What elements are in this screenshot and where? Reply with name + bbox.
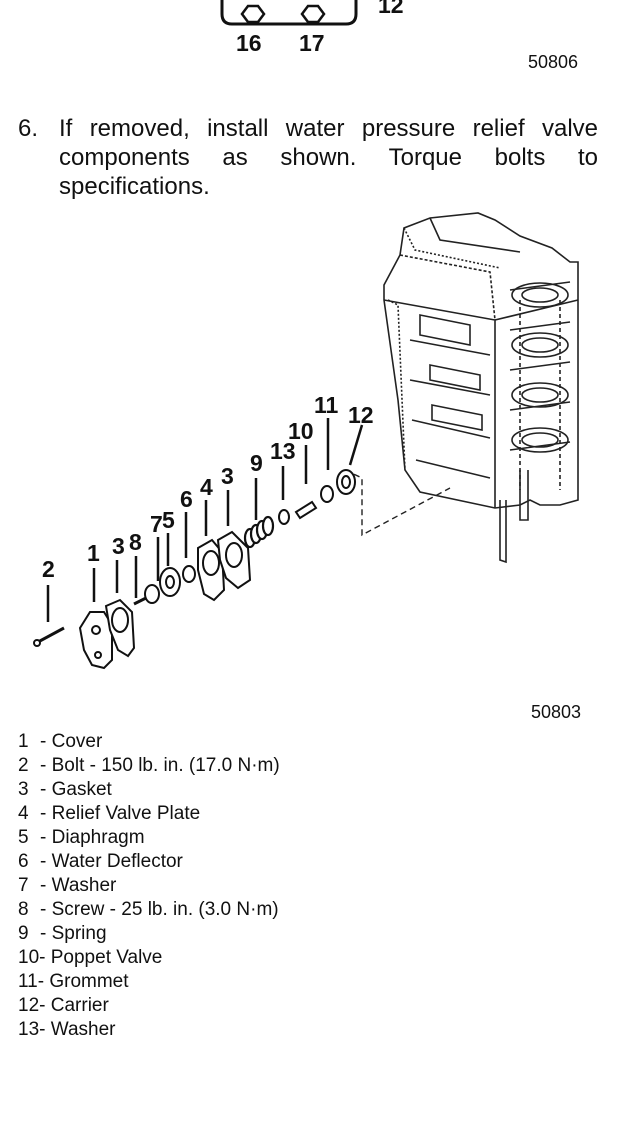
legend-item-number: 5 (18, 827, 29, 848)
legend-item: 4- Relief Valve Plate (18, 802, 618, 826)
step-text: If removed, install water pressure relie… (59, 115, 598, 200)
instruction-step: 6. If removed, install water pressure re… (18, 114, 598, 201)
legend-item-separator: - (39, 947, 51, 968)
alignment-line (344, 469, 451, 537)
callout-12: 12 (348, 402, 374, 428)
legend-item-number: 12 (18, 995, 40, 1016)
callout-3-lower: 3 (112, 533, 125, 559)
legend-item-text: Cover (51, 731, 103, 752)
legend-item-number: 3 (18, 779, 29, 800)
legend-item-text: Carrier (50, 995, 109, 1016)
legend-item-number: 7 (18, 875, 29, 896)
callout-3-upper: 3 (221, 463, 234, 489)
legend-item-text: Diaphragm (51, 827, 145, 848)
legend-item-text: Screw - 25 lb. in. (3.0 N·m) (51, 899, 279, 920)
legend-item: 13- Washer (18, 1018, 618, 1042)
diagram-figure-number: 50803 (531, 702, 582, 722)
legend-item-text: Relief Valve Plate (51, 803, 201, 824)
legend-item-number: 2 (18, 755, 29, 776)
legend-item: 8- Screw - 25 lb. in. (3.0 N·m) (18, 898, 618, 922)
legend-item-number: 13 (18, 1019, 40, 1040)
legend-item-text: Water Deflector (51, 851, 183, 872)
legend-item-separator: - (40, 875, 52, 896)
legend-item: 3- Gasket (18, 778, 618, 802)
legend-item: 1- Cover (18, 730, 618, 754)
legend-item-separator: - (40, 899, 52, 920)
legend-item-text: Washer (50, 1019, 116, 1040)
legend-item-number: 11 (18, 971, 38, 992)
crankshaft (499, 282, 569, 564)
legend-item-separator: - (40, 851, 52, 872)
callout-8: 8 (129, 529, 142, 555)
callout-6: 6 (180, 486, 193, 512)
callout-1: 1 (87, 540, 100, 566)
legend-item: 9- Spring (18, 922, 618, 946)
legend-item-text: Washer (51, 875, 117, 896)
callout-9: 9 (250, 450, 263, 476)
legend-item: 7- Washer (18, 874, 618, 898)
legend-item-separator: - (37, 971, 50, 992)
callout-2: 2 (42, 556, 55, 582)
legend-item-separator: - (40, 755, 52, 776)
top-label-17: 17 (299, 30, 325, 56)
callout-13: 13 (270, 438, 296, 464)
legend-item-separator: - (40, 779, 52, 800)
callout-leaders (46, 418, 364, 622)
callout-5: 5 (162, 507, 175, 533)
legend-item-separator: - (39, 995, 51, 1016)
step-number: 6. (18, 115, 39, 142)
top-label-16: 16 (236, 30, 262, 56)
legend-item-number: 8 (18, 899, 29, 920)
engine-block (383, 212, 579, 509)
legend-item: 12- Carrier (18, 994, 618, 1018)
top-figure-drawing (220, 0, 358, 26)
legend-item-text: Spring (51, 923, 107, 944)
legend-item-number: 9 (18, 923, 29, 944)
legend-item-number: 1 (18, 731, 29, 752)
legend-item-number: 10 (18, 947, 40, 968)
legend-item: 10- Poppet Valve (18, 946, 618, 970)
callout-4: 4 (200, 474, 213, 500)
callout-11: 11 (314, 392, 339, 418)
top-figure-number: 50806 (528, 52, 579, 72)
legend-item-number: 4 (18, 803, 29, 824)
top-label-12: 12 (378, 0, 404, 18)
legend-item-text: Grommet (49, 971, 129, 992)
legend-item-text: Poppet Valve (50, 947, 163, 968)
legend-item: 11- Grommet (18, 970, 618, 994)
callout-10: 10 (288, 418, 314, 444)
legend-item-text: Gasket (51, 779, 112, 800)
relief-valve-exploded-diagram (33, 212, 579, 670)
legend-item-separator: - (40, 731, 52, 752)
legend-item-separator: - (40, 803, 52, 824)
legend-item: 5- Diaphragm (18, 826, 618, 850)
callout-7: 7 (150, 511, 163, 537)
legend-item-separator: - (39, 1019, 51, 1040)
legend-item-separator: - (40, 923, 52, 944)
legend-item: 2- Bolt - 150 lb. in. (17.0 N·m) (18, 754, 618, 778)
legend-item-number: 6 (18, 851, 29, 872)
legend-item: 6- Water Deflector (18, 850, 618, 874)
legend-item-separator: - (40, 827, 52, 848)
legend-item-text: Bolt - 150 lb. in. (17.0 N·m) (51, 755, 280, 776)
valve-parts (33, 469, 356, 670)
